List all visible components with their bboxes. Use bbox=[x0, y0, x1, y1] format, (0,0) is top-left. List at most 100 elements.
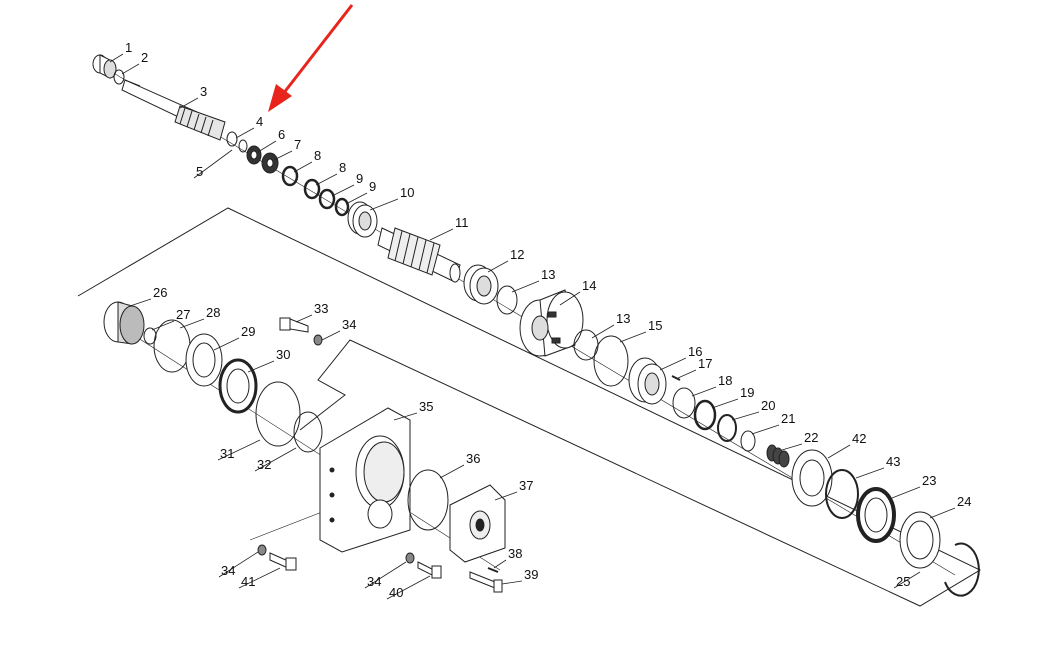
leader-line-8a bbox=[293, 161, 313, 173]
leader-line-14 bbox=[559, 291, 581, 306]
callout-label-27: 27 bbox=[176, 307, 190, 322]
callout-label-32: 32 bbox=[257, 457, 271, 472]
assembly-outline bbox=[77, 207, 982, 607]
part-26-gear bbox=[103, 301, 145, 345]
part-16-piston bbox=[628, 357, 667, 405]
leader-line-17 bbox=[677, 369, 697, 379]
callout-label-33: 33 bbox=[314, 301, 328, 316]
callout-label-9a: 9 bbox=[356, 171, 363, 186]
leader-line-36 bbox=[439, 464, 465, 479]
callout-label-20: 20 bbox=[761, 398, 775, 413]
part-33-bolt bbox=[279, 317, 309, 333]
callout-label-28: 28 bbox=[206, 305, 220, 320]
part-27-ring bbox=[143, 327, 157, 345]
leader-line-11 bbox=[429, 228, 454, 241]
callout-label-38: 38 bbox=[508, 546, 522, 561]
leader-line-1 bbox=[109, 53, 124, 63]
part-18-ring bbox=[672, 387, 696, 419]
part-34-washer-a bbox=[313, 334, 323, 346]
callout-label-26: 26 bbox=[153, 285, 167, 300]
part-42-disc bbox=[791, 449, 833, 507]
callout-label-6: 6 bbox=[278, 127, 285, 142]
callout-label-37: 37 bbox=[519, 478, 533, 493]
leader-line-32 bbox=[254, 447, 297, 472]
part-22-spring bbox=[766, 444, 790, 468]
part-3-shaft bbox=[121, 79, 226, 141]
leader-line-2 bbox=[121, 63, 140, 75]
callout-label-22: 22 bbox=[804, 430, 818, 445]
leader-line-9b bbox=[345, 192, 368, 205]
leader-line-40 bbox=[386, 575, 431, 600]
leader-line-38 bbox=[493, 559, 507, 569]
leader-line-19 bbox=[711, 398, 739, 409]
leader-line-39 bbox=[501, 580, 523, 585]
part-19-ring bbox=[693, 399, 717, 431]
callout-label-10: 10 bbox=[400, 185, 414, 200]
leader-line-13a bbox=[511, 280, 540, 293]
part-40-bolt bbox=[417, 561, 442, 579]
leader-line-6 bbox=[257, 140, 277, 153]
leader-line-10 bbox=[369, 198, 399, 211]
callout-label-15: 15 bbox=[648, 318, 662, 333]
part-34-washer-c bbox=[405, 552, 415, 564]
part-11-gear-shaft bbox=[377, 227, 461, 283]
callout-label-7: 7 bbox=[294, 137, 301, 152]
part-17-pin bbox=[671, 375, 681, 381]
part-34-washer-b bbox=[257, 544, 267, 556]
leader-line-41 bbox=[238, 567, 281, 589]
callout-label-18: 18 bbox=[718, 373, 732, 388]
part-35-housing bbox=[319, 407, 411, 553]
callout-label-17: 17 bbox=[698, 356, 712, 371]
callout-label-1: 1 bbox=[125, 40, 132, 55]
callout-label-8a: 8 bbox=[314, 148, 321, 163]
callout-label-16: 16 bbox=[688, 344, 702, 359]
leader-line-26 bbox=[129, 298, 152, 307]
part-28-ring bbox=[153, 319, 191, 373]
part-10-bearing bbox=[347, 201, 378, 238]
leader-line-24 bbox=[929, 507, 956, 519]
part-30-ring bbox=[218, 358, 258, 414]
part-8-ring-b bbox=[303, 178, 321, 200]
leader-line-7 bbox=[273, 150, 293, 161]
part-21-ring bbox=[740, 430, 756, 452]
leader-line-9a bbox=[331, 184, 355, 197]
callout-label-21: 21 bbox=[781, 411, 795, 426]
callout-label-30: 30 bbox=[276, 347, 290, 362]
part-43-disc bbox=[825, 469, 859, 519]
callout-label-42: 42 bbox=[852, 431, 866, 446]
part-5-ring bbox=[238, 139, 248, 153]
callout-label-25: 25 bbox=[896, 574, 910, 589]
part-20-ring bbox=[717, 414, 737, 442]
part-7-bearing bbox=[261, 152, 279, 174]
red-arrow-icon bbox=[268, 4, 354, 112]
callout-label-2: 2 bbox=[141, 50, 148, 65]
leader-line-23 bbox=[891, 486, 921, 499]
leader-line-34a bbox=[321, 330, 341, 341]
part-29-plate bbox=[185, 333, 223, 387]
callout-label-35: 35 bbox=[419, 399, 433, 414]
part-14-drum bbox=[519, 289, 584, 357]
part-9-ring-a bbox=[318, 188, 336, 210]
leader-line-20 bbox=[731, 411, 760, 421]
callout-label-19: 19 bbox=[740, 385, 754, 400]
leader-line-21 bbox=[751, 424, 780, 435]
part-39-bolt bbox=[469, 571, 503, 593]
leader-line-12 bbox=[487, 260, 509, 273]
leader-line-34b bbox=[218, 551, 259, 578]
leader-line-29 bbox=[213, 337, 240, 351]
leader-line-4 bbox=[235, 127, 255, 139]
callout-label-5: 5 bbox=[196, 164, 203, 179]
leader-line-43 bbox=[855, 467, 885, 479]
callout-label-23: 23 bbox=[922, 473, 936, 488]
part-24-plate bbox=[899, 511, 941, 569]
callout-label-4: 4 bbox=[256, 114, 263, 129]
part-13-ring-a bbox=[496, 285, 518, 315]
callout-label-12: 12 bbox=[510, 247, 524, 262]
leader-line-34c bbox=[364, 561, 407, 589]
leader-line-27 bbox=[151, 320, 175, 331]
part-2-ring bbox=[113, 69, 125, 85]
part-25-snap-ring bbox=[944, 542, 980, 597]
callout-label-11: 11 bbox=[455, 215, 469, 230]
